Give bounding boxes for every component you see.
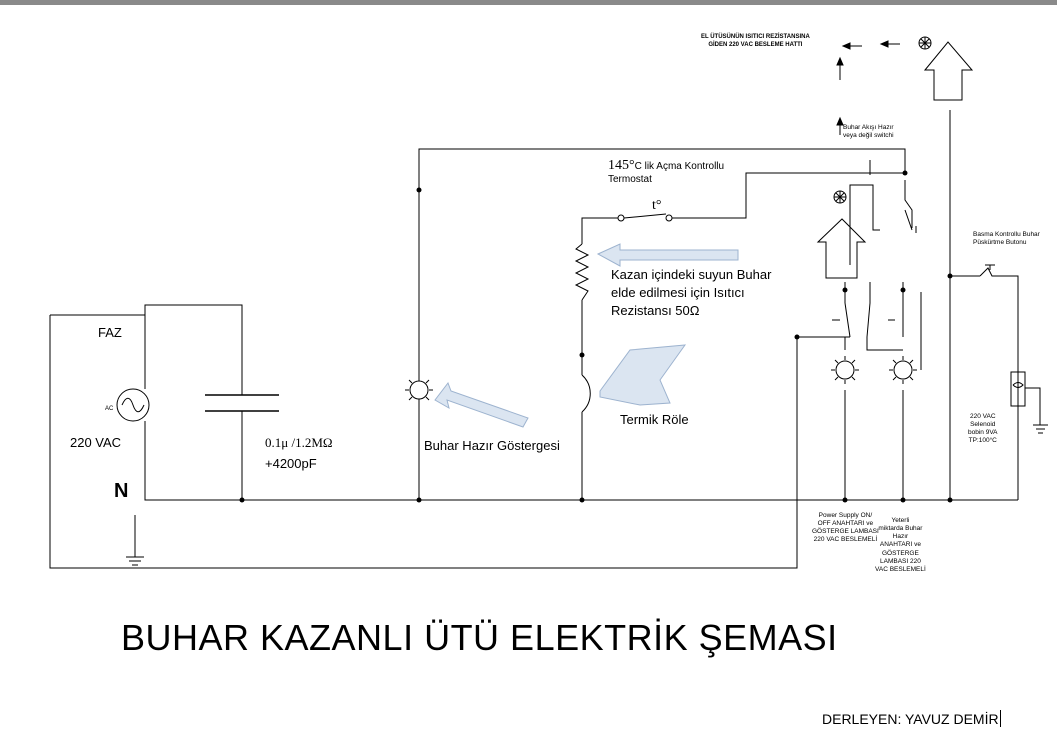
steam-valve-arrow-icon [816,218,867,279]
steam-switch-line4: ANAHTARI ve [879,541,921,549]
heater-line1: Kazan içindeki suyun Buhar [611,267,772,282]
text-cursor [999,710,1001,727]
junction-dots [239,170,953,503]
solenoid-line2: Selenoid [970,421,996,429]
steam-switch-line2: miktarda Buhar [878,525,923,533]
push-button-label: Basma Kontrollu Buhar Püskürtme Butonu [973,231,1040,247]
supply-wiring [49,304,1018,569]
heater-branch [574,217,618,500]
iron-feed-label: EL ÜTÜSÜNÜN ISITICI REZİSTANSINA GİDEN 2… [701,34,810,49]
small-direction-arrows [836,40,900,135]
thermostat-line2: Termostat [608,174,652,186]
solenoid-line3: bobin 9VA [968,429,998,437]
push-button-line2: Püskürtme Butonu [973,239,1027,247]
neutral-label: N [114,480,129,502]
iron-feed-line1: EL ÜTÜSÜNÜN ISITICI REZİSTANSINA [701,34,810,40]
steam-switch-line7: VAC BESLEMELİ [875,565,926,573]
solenoid-label: 220 VAC Selenoid bobin 9VA TP:100°C [968,413,998,446]
diagram-title: BUHAR KAZANLI ÜTÜ ELEKTRİK ŞEMASI [121,617,838,658]
indicator-lamp-icon [405,376,433,404]
push-button-line1: Basma Kontrollu Buhar [973,231,1040,238]
indicator-wiring [418,148,906,500]
steam-switch-line3: Hazır [892,533,909,541]
ground-icon-neutral [126,515,144,566]
heater-line3: Rezistansı 50Ω [611,303,700,319]
steam-ready-indicator-label: Buhar Hazır Göstergesi [424,438,560,453]
power-switch-label: Power Supply ON/ OFF ANAHTARI ve GÖSTERG… [812,512,879,545]
steam-ready-lamp-icon [889,356,917,384]
thermostat-symbol: t° [652,198,662,213]
steam-flow-line1: Buhar Akışı Hazır [843,124,894,131]
thermostat-temp: 145° [608,158,635,173]
power-switch-line2: OFF ANAHTARI ve [817,520,874,528]
solenoid-line4: TP:100°C [968,437,997,445]
power-switch-line1: Power Supply ON/ [818,512,873,519]
steam-switch-label: Yeterli miktarda Buhar Hazır ANAHTARI ve… [875,517,926,574]
fan-icon-mid [833,190,847,204]
pushbutton-solenoid [949,110,1048,500]
heater-label: Kazan içindeki suyun Buhar elde edilmesi… [611,266,771,321]
power-switch-line3: GÖSTERGE LAMBASI [812,528,879,536]
steam-switch-line1: Yeterli [891,517,910,524]
supply-voltage-label: 220 VAC [70,435,122,450]
ac-source-icon [116,388,150,422]
solenoid-line1: 220 VAC [969,413,996,420]
author-credit: DERLEYEN: YAVUZ DEMİR [822,710,1001,727]
steam-flow-line2: veya değil switchi [843,132,894,140]
heater-pointer-arrow-icon [596,243,739,267]
window-top-border [0,0,1057,5]
steam-switch-line5: GÖSTERGE [881,549,919,557]
steam-switch-line6: LAMBASI 220 [880,557,921,565]
phase-label: FAZ [98,325,122,340]
iron-feed-line2: GİDEN 220 VAC BESLEME HATTI [708,41,803,48]
capacitor-value-line2: +4200pF [265,456,317,471]
thermostat-label: 145°C lik Açma Kontrollu Termostat [608,158,724,186]
power-switch-line4: 220 VAC BESLEMELİ [813,536,878,544]
power-lamp-icon [831,356,859,384]
fan-icon-top [918,36,932,50]
relay-switches [797,160,922,500]
author-text: DERLEYEN: YAVUZ DEMİR [822,711,999,727]
thermostat-switch [617,172,905,222]
capacitor-icon [205,394,279,412]
thermostat-line1: C lik Açma Kontrollu [634,161,725,172]
steam-output-arrow-icon [923,41,974,101]
steam-flow-switch-label: Buhar Akışı Hazır veya değil switchi [843,124,894,140]
heater-line2: elde edilmesi için Isıtıcı [611,285,745,301]
relay-pointer-arrow-icon [599,344,687,406]
indicator-pointer-arrow-icon [434,381,529,428]
thermal-relay-label: Termik Röle [620,412,689,427]
capacitor-value-line1: 0.1μ /1.2MΩ [265,435,333,450]
ac-label: AC [105,406,114,412]
